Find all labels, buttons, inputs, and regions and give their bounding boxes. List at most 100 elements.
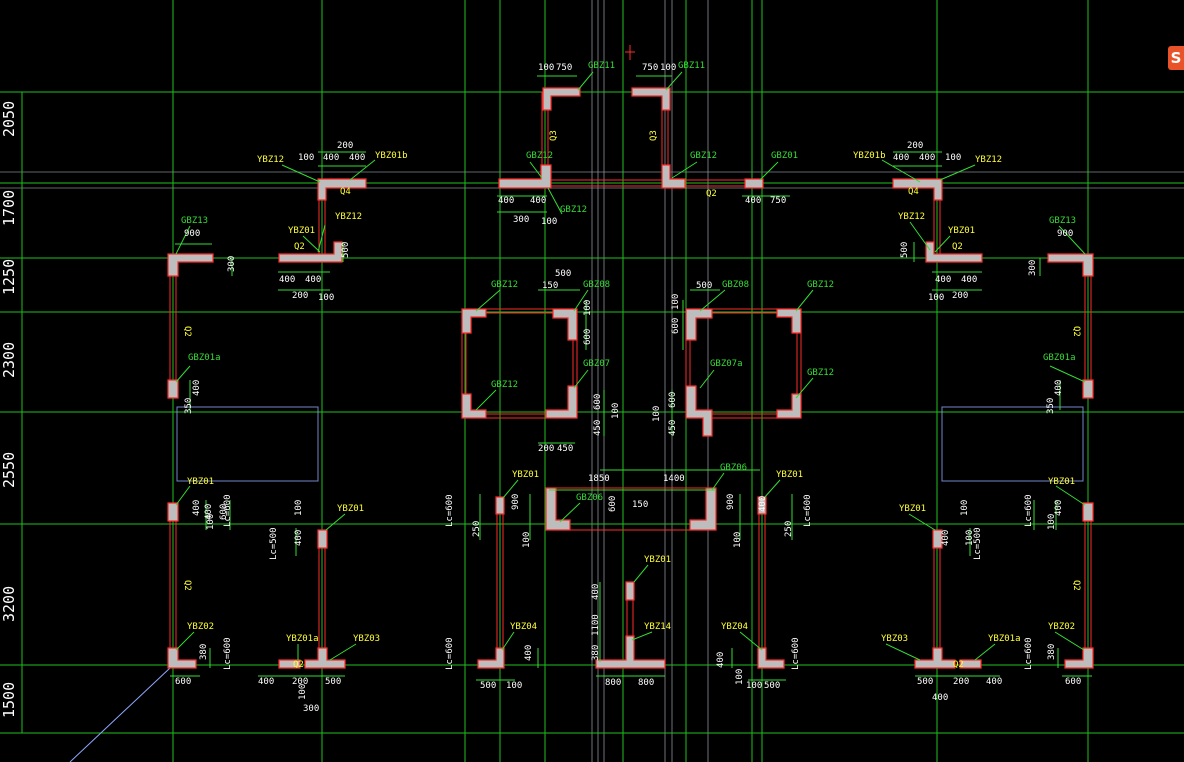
- leader-l7: [934, 235, 951, 253]
- label-ybz14: YBZ14: [644, 622, 671, 632]
- room-right-box: [685, 308, 802, 419]
- dim-v-6: 400: [192, 380, 202, 396]
- dim-v-12: 600: [671, 318, 681, 334]
- label-ybz01-a: YBZ01: [288, 226, 315, 236]
- leader-l8: [175, 485, 191, 506]
- leader-l24: [175, 225, 191, 255]
- label-gbz07: GBZ07: [583, 359, 610, 369]
- dim-t-33: 450: [557, 444, 573, 454]
- dimension-numbers-vertical: 300 300 500 500 350 400 350 400 100 600 …: [184, 242, 1064, 700]
- dim-t-36: 150: [632, 500, 648, 510]
- label-gbz12-a: GBZ12: [526, 151, 553, 161]
- dim-v-16: 100: [652, 406, 662, 422]
- lc-tag-3: Lc=600: [445, 494, 455, 527]
- label-ybz12-d: YBZ12: [898, 212, 925, 222]
- label-gbz08-a: GBZ08: [583, 280, 610, 290]
- label-gbz13-left: GBZ13: [181, 216, 208, 226]
- dimension-lines: [170, 75, 1092, 681]
- dim-v-8: 400: [1054, 380, 1064, 396]
- leader-l2: [317, 224, 326, 253]
- leader-l28: [577, 71, 594, 91]
- dim-t-42: 500: [480, 681, 496, 691]
- dim-v-10: 600: [583, 329, 593, 345]
- column-gbz08-b: [685, 308, 713, 341]
- dim-t-32: 200: [538, 444, 554, 454]
- label-ybz02-b: YBZ02: [1048, 622, 1075, 632]
- column-gbz12-e: [776, 308, 802, 334]
- leader-l12: [908, 513, 936, 531]
- dim-t-29: 500: [555, 269, 571, 279]
- column-ybz01-c: [167, 502, 179, 522]
- dim-t-8: 400: [349, 153, 365, 163]
- leader-l13: [1055, 485, 1086, 506]
- column-ybz01-i: [625, 581, 635, 601]
- column-gbz06-b: [689, 487, 717, 531]
- dim-t-25: 400: [935, 275, 951, 285]
- dim-t-52: 600: [1065, 677, 1081, 687]
- dim-v-14: 450: [593, 420, 603, 436]
- axis-dim-6: 3200: [0, 586, 18, 622]
- leader-l42: [559, 502, 581, 523]
- column-ybz01a-right: [959, 659, 982, 669]
- leader-l4: [881, 159, 921, 183]
- label-gbz11-right: GBZ11: [678, 61, 705, 71]
- dim-t-5: 200: [337, 141, 353, 151]
- wall-tag-q2-d: Q2: [293, 660, 304, 670]
- leader-l40: [795, 377, 814, 399]
- app-logo-badge[interactable]: S: [1168, 46, 1184, 70]
- column-gbz07a: [685, 385, 713, 437]
- dim-t-17: 400: [745, 196, 761, 206]
- dim-v-7: 350: [1046, 398, 1056, 414]
- column-ybz03-right: [914, 647, 956, 669]
- dim-v-32: 900: [726, 494, 736, 510]
- left-axis-dimensions: 2050 1700 1250 2300 2550 3200 1500: [0, 101, 18, 718]
- dim-t-4: 100: [660, 63, 676, 73]
- dim-t-26: 400: [961, 275, 977, 285]
- dim-v-29: 900: [511, 494, 521, 510]
- dim-v-9: 100: [583, 300, 593, 316]
- wall-tag-q3-left: Q3: [549, 130, 559, 141]
- leader-lines: [175, 71, 1086, 661]
- label-gbz01a-left: GBZ01a: [188, 353, 221, 363]
- wall-tag-q4-right: Q4: [908, 187, 919, 197]
- dim-v-19: 400: [192, 500, 202, 516]
- dim-t-6: 100: [298, 153, 314, 163]
- axis-dim-4: 2300: [0, 342, 18, 378]
- dim-v-42: 400: [716, 652, 726, 668]
- dim-t-16: 100: [541, 217, 557, 227]
- leader-l36: [699, 289, 726, 312]
- leader-l18: [501, 631, 515, 651]
- wall-tag-q2-g: Q2: [1071, 326, 1081, 337]
- dim-t-10: 400: [893, 153, 909, 163]
- dim-t-22: 400: [305, 275, 321, 285]
- axis-dim-2: 1700: [0, 190, 18, 226]
- dim-v-28: 250: [472, 521, 482, 537]
- dim-t-39: 200: [292, 677, 308, 687]
- column-ybz14: [595, 635, 666, 669]
- dim-t-48: 500: [917, 677, 933, 687]
- label-ybz01a-b: YBZ01a: [988, 634, 1021, 644]
- component-labels-yellow: YBZ12 YBZ01b YBZ12 YBZ01 YBZ01b YBZ12 YB…: [187, 151, 1075, 644]
- wall-tag-q2-i: Q2: [1071, 580, 1081, 591]
- column-ybz12-left: [317, 178, 367, 201]
- column-blocks: [167, 87, 1094, 669]
- label-ybz01-d: YBZ01: [337, 504, 364, 514]
- column-gbz08-a: [552, 308, 578, 341]
- leader-l17: [329, 643, 357, 661]
- dim-v-18: 600: [668, 392, 678, 408]
- label-ybz01-f: YBZ01: [776, 470, 803, 480]
- leader-l26: [175, 365, 191, 383]
- dim-t-38: 400: [258, 677, 274, 687]
- dim-v-20: 100: [206, 514, 216, 530]
- room-outline-left: [176, 406, 319, 482]
- axis-dim-3: 1250: [0, 259, 18, 295]
- lc-tag-10: Lc=600: [1024, 637, 1034, 670]
- leader-l34: [475, 289, 501, 312]
- dim-t-30: 150: [542, 281, 558, 291]
- label-gbz08-b: GBZ08: [722, 280, 749, 290]
- dim-v-21: 400: [1054, 500, 1064, 516]
- dim-v-23: 100: [294, 500, 304, 516]
- column-gbz13-right: [1047, 253, 1094, 277]
- label-gbz06-b: GBZ06: [720, 463, 747, 473]
